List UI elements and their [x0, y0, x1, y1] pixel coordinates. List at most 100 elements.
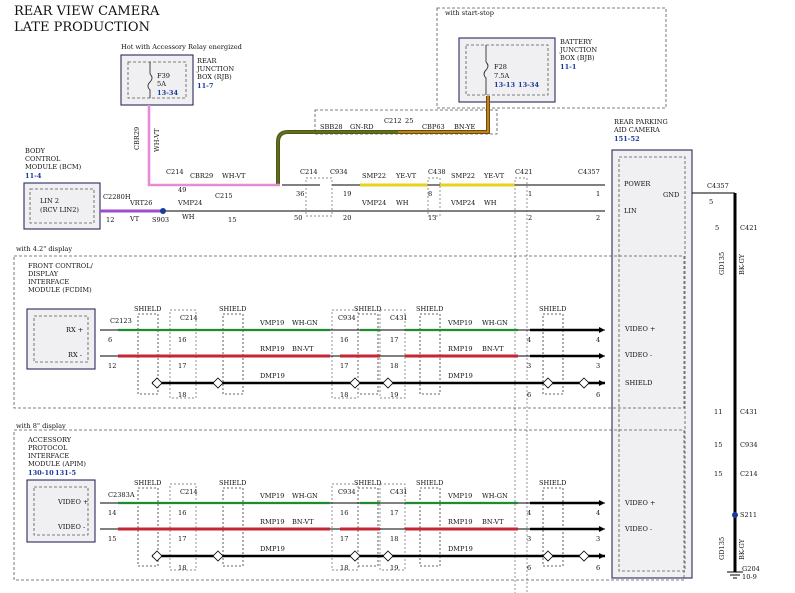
label-vmp19: VMP19 — [447, 319, 472, 327]
rjb-block: Hot with Accessory Relay energized F39 5… — [120, 43, 243, 106]
svg-text:GND: GND — [663, 191, 679, 199]
svg-text:CBR29: CBR29 — [190, 172, 213, 180]
svg-text:5A: 5A — [157, 80, 166, 88]
shield-1 — [137, 487, 159, 567]
pin-number: 17 — [340, 362, 348, 370]
label-whgn: WH-GN — [292, 319, 318, 327]
svg-text:8: 8 — [428, 190, 432, 198]
svg-text:C215: C215 — [215, 192, 233, 200]
svg-text:15: 15 — [714, 470, 722, 478]
svg-text:(RCV LIN2): (RCV LIN2) — [40, 206, 79, 214]
shield-label: SHIELD — [539, 479, 566, 487]
pin-number: 17 — [178, 535, 186, 543]
fuse-f28-icon — [483, 45, 489, 95]
splice-s903 — [160, 208, 166, 214]
bjb-module — [458, 37, 556, 103]
svg-text:C421: C421 — [740, 224, 758, 232]
label-dmp19: DMP19 — [448, 372, 473, 380]
shield-label: SHIELD — [539, 305, 566, 313]
svg-text:VMP24: VMP24 — [361, 199, 386, 207]
pin-number: 18 — [340, 564, 348, 572]
svg-text:VIDEO -: VIDEO - — [624, 525, 652, 533]
pin-number: 16 — [178, 336, 186, 344]
shield-label: SHIELD — [134, 305, 161, 313]
svg-text:GD135: GD135 — [718, 537, 726, 560]
svg-text:36: 36 — [296, 190, 304, 198]
svg-text:13-34: 13-34 — [157, 89, 179, 97]
svg-text:BOX (RJB): BOX (RJB) — [197, 73, 232, 81]
drain-terminal-icon — [578, 550, 590, 562]
shield-label: SHIELD — [354, 305, 381, 313]
pin-number: 4 — [527, 509, 531, 517]
svg-text:WH: WH — [396, 199, 409, 207]
svg-text:19: 19 — [343, 190, 351, 198]
svg-text:SMP22: SMP22 — [451, 172, 475, 180]
svg-text:130-10: 130-10 — [28, 469, 54, 477]
svg-text:MODULE (FCDIM): MODULE (FCDIM) — [28, 286, 92, 294]
pin-number: 18 — [178, 391, 186, 399]
ground-circuit: C4357 5 C421 5 GD135 BK-GY 11 C431 15 C9… — [692, 182, 760, 581]
drain-terminal-icon — [382, 377, 394, 389]
svg-text:BK-GY: BK-GY — [738, 253, 746, 275]
pin-number: 16 — [340, 509, 348, 517]
svg-text:WH: WH — [182, 213, 195, 221]
pin-number: 16 — [178, 509, 186, 517]
svg-text:LIN: LIN — [624, 207, 637, 215]
svg-text:BK-GY: BK-GY — [738, 538, 746, 560]
svg-text:BOX (BJB): BOX (BJB) — [560, 54, 595, 62]
svg-text:YE-VT: YE-VT — [483, 172, 505, 180]
svg-text:CBR29: CBR29 — [133, 127, 141, 150]
svg-text:with 8" display: with 8" display — [16, 422, 66, 430]
apim-module — [26, 479, 96, 543]
diagram-title: REAR VIEW CAMERA — [14, 4, 160, 19]
svg-text:F28: F28 — [494, 63, 507, 71]
svg-text:11-7: 11-7 — [197, 82, 214, 90]
label-dmp19: DMP19 — [260, 545, 285, 553]
ground-icon — [727, 571, 743, 579]
svg-text:49: 49 — [178, 186, 186, 194]
start-stop-frame — [436, 7, 667, 109]
bjb-note: with start-stop — [445, 9, 494, 17]
cbr29-wire — [147, 105, 280, 187]
svg-text:2: 2 — [528, 214, 532, 222]
shield-label: SHIELD — [134, 479, 161, 487]
svg-text:C421: C421 — [515, 168, 533, 176]
shield-label: SHIELD — [219, 479, 246, 487]
svg-text:MODULE (APIM): MODULE (APIM) — [28, 460, 86, 468]
pin-number: 19 — [390, 391, 398, 399]
svg-text:with 4.2" display: with 4.2" display — [16, 245, 72, 253]
rjb-module — [120, 54, 194, 106]
pin-number: 17 — [178, 362, 186, 370]
rjb-note: Hot with Accessory Relay energized — [121, 43, 243, 51]
fuse-f39-icon — [147, 62, 153, 98]
svg-text:FRONT CONTROL/: FRONT CONTROL/ — [28, 262, 94, 270]
drain-terminal-icon — [542, 550, 554, 562]
svg-text:VMP24: VMP24 — [450, 199, 475, 207]
drain-terminal-icon — [382, 550, 394, 562]
svg-text:SBB28: SBB28 — [320, 123, 343, 131]
shield-2 — [222, 313, 244, 395]
arrow-icon — [599, 500, 605, 506]
svg-text:VRT26: VRT26 — [129, 199, 152, 207]
pin-number: 18 — [340, 391, 348, 399]
svg-text:S903: S903 — [152, 216, 169, 224]
svg-text:INTERFACE: INTERFACE — [28, 452, 69, 460]
shield-5 — [542, 313, 564, 395]
svg-text:S211: S211 — [740, 511, 757, 519]
svg-text:POWER: POWER — [624, 180, 651, 188]
label-bnvt: BN-VT — [482, 518, 504, 526]
shield-4 — [419, 313, 441, 395]
shield-label: SHIELD — [416, 305, 443, 313]
conn-c431: C431 — [390, 488, 408, 496]
svg-text:11-1: 11-1 — [560, 63, 577, 71]
svg-text:WH-VT: WH-VT — [153, 128, 161, 152]
pin-number: 3 — [527, 535, 531, 543]
bjb-block: with start-stop F28 7.5A 13-13 13-34 BAT… — [436, 7, 667, 109]
conn-c934: C934 — [338, 488, 356, 496]
drain-terminal-icon — [212, 550, 224, 562]
svg-text:LIN 2: LIN 2 — [40, 197, 59, 205]
display-42-frame — [13, 255, 685, 409]
svg-text:JUNCTION: JUNCTION — [559, 46, 597, 54]
svg-text:5: 5 — [715, 224, 719, 232]
pin-number: 6 — [527, 391, 531, 399]
